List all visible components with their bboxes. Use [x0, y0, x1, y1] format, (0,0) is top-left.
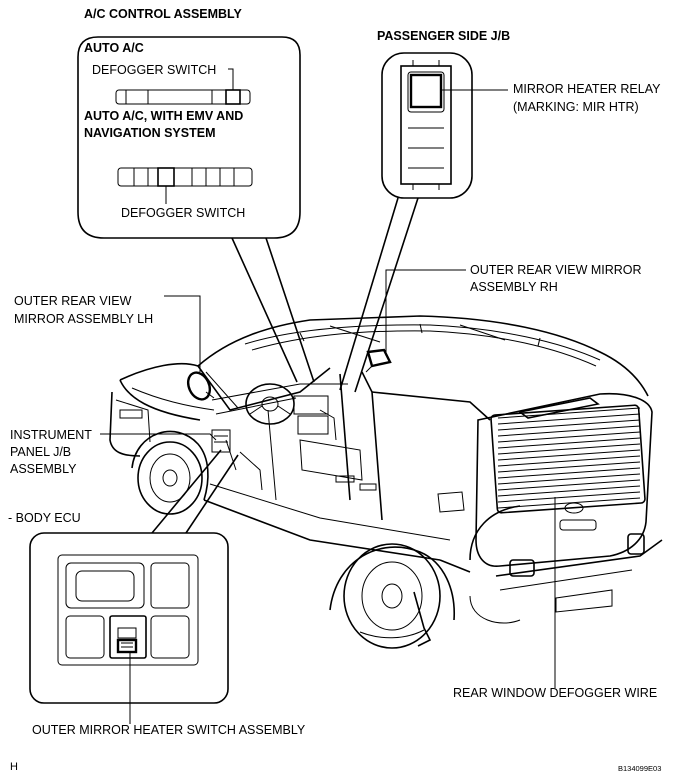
- ac-control-assembly-label: A/C CONTROL ASSEMBLY: [84, 7, 243, 21]
- mirror-heater-relay: [409, 73, 443, 109]
- body-ecu-callout: [29, 532, 229, 704]
- figure-code: B134099E03: [618, 764, 661, 773]
- defogger-switch-upper: [225, 89, 241, 105]
- auto-ac-emv-label-line2: NAVIGATION SYSTEM: [84, 126, 216, 140]
- defogger-switch-lower: [157, 167, 175, 187]
- auto-ac-emv-label-line1: AUTO A/C, WITH EMV AND: [84, 109, 243, 123]
- rear-window-defogger-label: REAR WINDOW DEFOGGER WIRE: [453, 686, 657, 700]
- outer-mirror-rh-label-line2: ASSEMBLY RH: [470, 280, 558, 294]
- outer-mirror-lh-label-line2: MIRROR ASSEMBLY LH: [14, 312, 153, 326]
- instrument-panel-label-line3: ASSEMBLY: [10, 462, 77, 476]
- corner-letter: H: [10, 761, 18, 773]
- vehicle-illustration: [109, 315, 663, 649]
- passenger-jb-callout: [381, 52, 473, 199]
- outer-mirror-lh: [186, 371, 215, 401]
- defogger-switch-top-label: DEFOGGER SWITCH: [92, 63, 216, 77]
- instrument-panel-label-line2: PANEL J/B: [10, 445, 71, 459]
- outer-mirror-heater-switch-label: OUTER MIRROR HEATER SWITCH ASSEMBLY: [32, 723, 306, 737]
- body-ecu-label: - BODY ECU: [8, 511, 81, 525]
- heater-switch-indicator: [117, 627, 137, 639]
- instrument-panel-jb: [211, 429, 231, 453]
- outer-mirror-lh-label-line1: OUTER REAR VIEW: [14, 294, 132, 308]
- instrument-panel-label-line1: INSTRUMENT: [10, 428, 92, 442]
- rear-window-defogger-wire: [497, 407, 641, 509]
- defogger-switch-bottom-label: DEFOGGER SWITCH: [121, 206, 245, 220]
- auto-ac-label: AUTO A/C: [84, 41, 144, 55]
- outer-mirror-heater-switch: [116, 638, 138, 654]
- ac-control-callout: [77, 36, 301, 239]
- mirror-heater-relay-label-line1: MIRROR HEATER RELAY: [513, 82, 661, 96]
- outer-mirror-rh-label-line1: OUTER REAR VIEW MIRROR: [470, 263, 642, 277]
- mirror-rh-leader: [385, 269, 466, 356]
- passenger-side-jb-label: PASSENGER SIDE J/B: [377, 29, 510, 43]
- outer-mirror-rh: [365, 348, 392, 373]
- mirror-lh-leader: [164, 295, 201, 372]
- mirror-heater-relay-label-line2: (MARKING: MIR HTR): [513, 100, 639, 114]
- instrument-panel-leader: [100, 433, 217, 441]
